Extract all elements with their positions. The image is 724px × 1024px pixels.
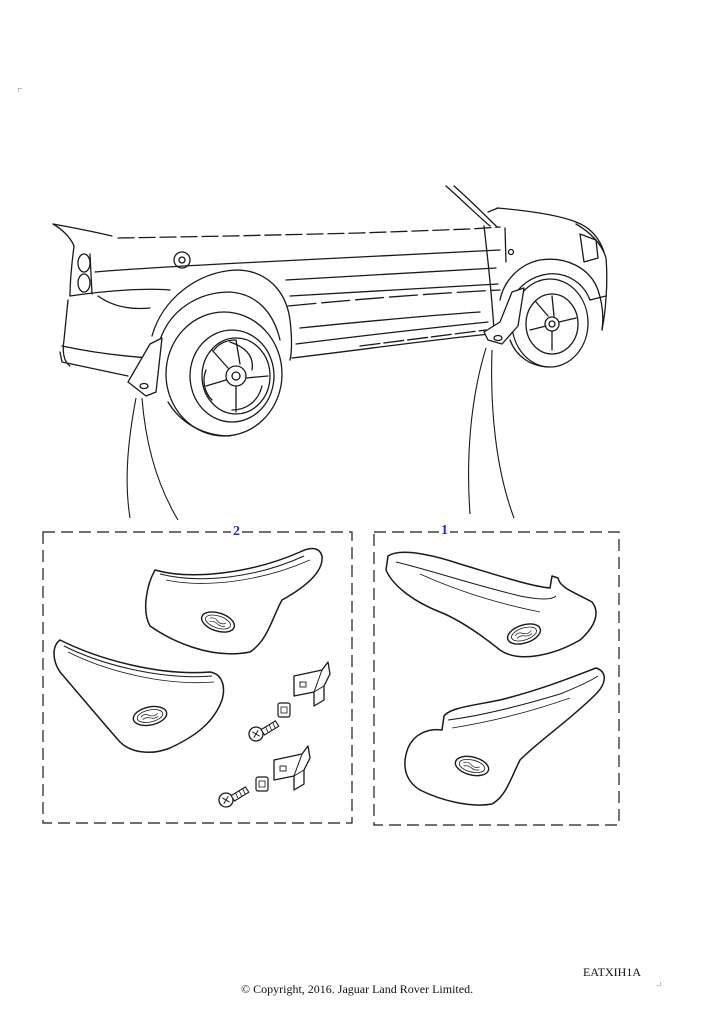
mudflap-icon: [385, 551, 605, 806]
front-kit-box: [373, 531, 620, 826]
callout-front-kit-number: 1: [439, 523, 450, 538]
illustration-reference: EATXIH1A: [583, 965, 641, 979]
screw-icon: [216, 719, 282, 810]
copyright-notice: © Copyright, 2016. Jaguar Land Rover Lim…: [241, 982, 474, 996]
callout-rear-kit-number: 2: [231, 524, 242, 539]
crop-mark-top-left: [18, 88, 22, 92]
leader-lines: [126, 347, 515, 521]
crop-mark-bottom-right: [657, 982, 661, 986]
rear-kit-box: [42, 531, 353, 824]
mudflap-icon: [53, 547, 323, 754]
vehicle-rear-quarter-illustration: [52, 185, 608, 437]
